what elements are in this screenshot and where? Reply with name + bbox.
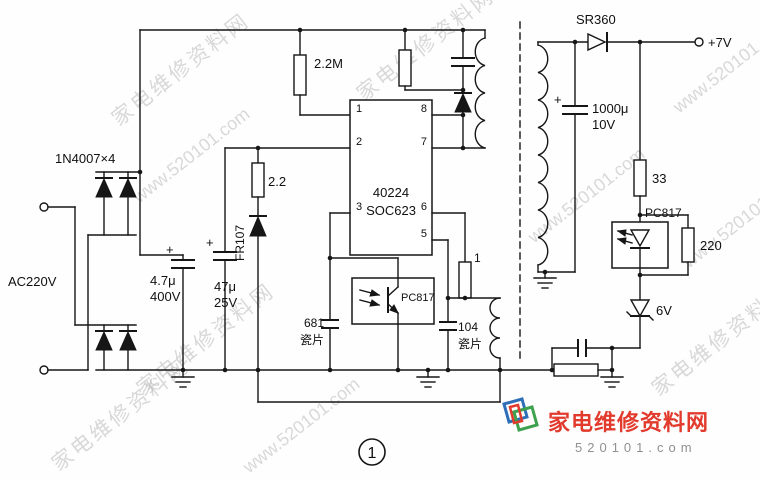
opto-transistor-label: PC817	[401, 292, 435, 304]
watermark-text: www.520101.com	[238, 374, 363, 478]
zener-label: 6V	[656, 303, 672, 318]
startup-resistor: 2.2M	[293, 29, 351, 116]
optocoupler-transistor: PC817	[351, 257, 435, 371]
feedback-led-branch: 33 PC817 220 6V	[611, 41, 722, 349]
opto-led-label: PC817	[645, 206, 682, 220]
site-logo: 家电维修资料网 520101.com	[502, 397, 709, 455]
startup-resistor-label: 2.2M	[314, 56, 343, 71]
ic-part-number: 40224	[373, 185, 409, 200]
vcc-supply-branch: 2.2 FR107	[224, 147, 351, 403]
ground-bridge-network	[551, 339, 613, 377]
bypass-cap-type: 瓷片	[458, 337, 482, 351]
led-resistor-label: 33	[652, 171, 666, 186]
snubber-network	[398, 29, 486, 149]
bridge-rectifier: 1N4007×4	[55, 151, 141, 371]
ic-pin-1: 1	[356, 103, 362, 115]
output-diode-label: SR360	[576, 12, 616, 27]
sense-resistor-label: 1	[474, 251, 481, 265]
bias-resistor-label: 220	[700, 238, 722, 253]
ic-pin-3: 3	[356, 201, 362, 213]
figure-number: 1	[358, 438, 386, 466]
vcc-cap-voltage: 25V	[214, 295, 237, 310]
fb-cap-value: 681	[304, 316, 324, 330]
output-cap-polarity: +	[554, 92, 562, 107]
vcc-capacitor: + 47μ 25V	[206, 147, 237, 371]
transformer	[474, 21, 576, 403]
bypass-cap-value: 104	[458, 320, 478, 334]
watermark-text: 家电维修资料网	[648, 279, 760, 401]
bulk-cap-value: 4.7μ	[150, 273, 176, 288]
auxiliary-winding	[489, 297, 501, 359]
ic-pin-6: 6	[421, 201, 427, 213]
vcc-diode-label: FR107	[233, 225, 247, 261]
vcc-resistor-label: 2.2	[268, 174, 286, 189]
output-cap-voltage: 10V	[592, 117, 615, 132]
power-rails	[95, 29, 555, 403]
logo-site-name: 家电维修资料网	[548, 410, 709, 435]
bulk-capacitor: + 4.7μ 400V	[150, 242, 195, 371]
output-cap-value: 1000μ	[592, 101, 628, 116]
bridge-label: 1N4007×4	[55, 151, 115, 166]
feedback-network: 681 瓷片 1 104 瓷片	[300, 212, 501, 371]
ac-terminal-neutral	[39, 365, 49, 375]
ic-pin-8: 8	[421, 103, 427, 115]
ac-terminal-live	[39, 202, 49, 212]
primary-winding	[474, 37, 486, 149]
ic-pin-5: 5	[421, 228, 427, 240]
junction-dots	[137, 27, 643, 373]
secondary-winding	[537, 44, 549, 266]
ac-input-label: AC220V	[8, 274, 57, 289]
bulk-cap-voltage: 400V	[150, 289, 181, 304]
logo-site-url: 520101.com	[575, 440, 697, 455]
output-terminal	[694, 37, 704, 47]
bulk-cap-polarity: +	[166, 242, 174, 257]
watermark-text: www.520101.com	[668, 14, 760, 118]
output-rectifier: SR360 +7V	[537, 12, 732, 52]
figure-number-text: 1	[368, 445, 377, 462]
ground-icon	[533, 271, 557, 289]
ic-part-number-2: SOC623	[366, 203, 416, 218]
ac-input: AC220V	[8, 202, 89, 375]
vcc-cap-value: 47μ	[214, 279, 236, 294]
output-capacitor: + 1000μ 10V	[554, 41, 628, 273]
vcc-cap-polarity: +	[206, 235, 214, 250]
ic-pin-7: 7	[421, 136, 427, 148]
ground-icon	[600, 369, 624, 388]
output-voltage-label: +7V	[708, 35, 732, 50]
fb-cap-type: 瓷片	[300, 333, 324, 347]
ic-40224: 40224 SOC623 1 2 3 8 7 6 5	[349, 99, 433, 256]
watermark-text: www.520101.com	[128, 104, 253, 208]
book-icon	[502, 397, 539, 432]
ic-pin-2: 2	[356, 136, 362, 148]
ground-icon	[416, 369, 440, 388]
